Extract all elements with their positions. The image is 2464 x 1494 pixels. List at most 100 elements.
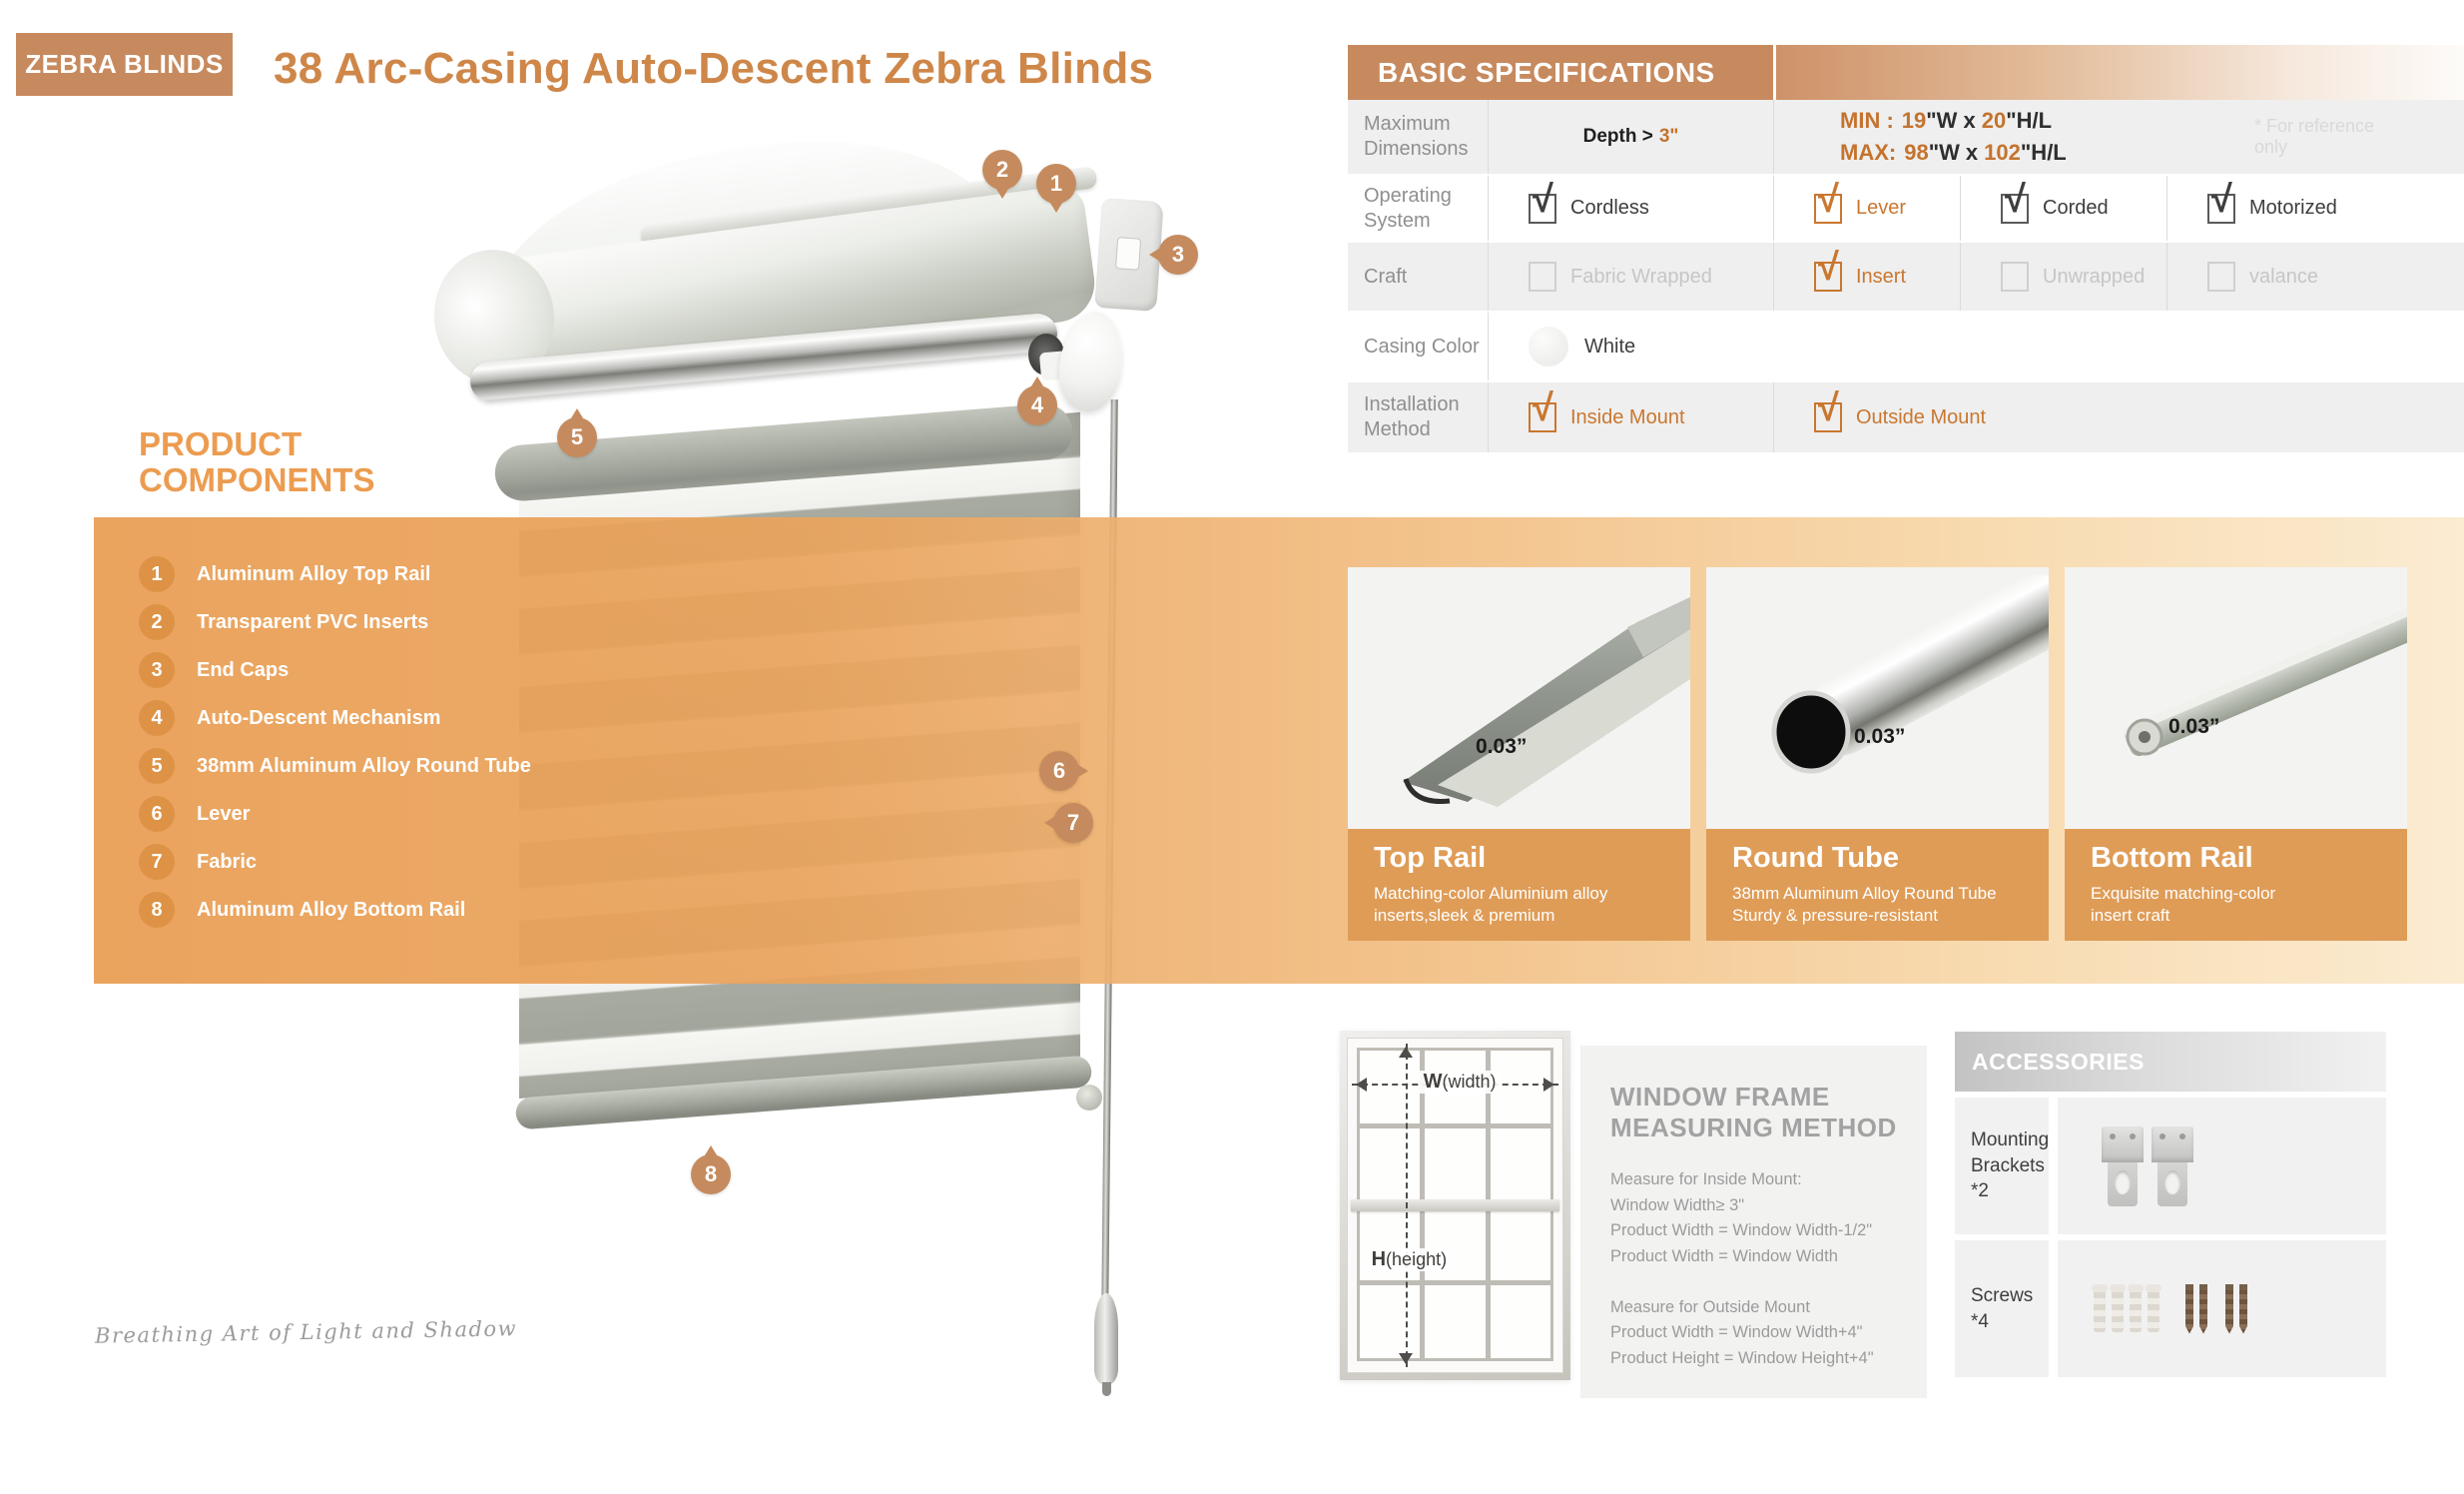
list-item: 1 Aluminum Alloy Top Rail bbox=[139, 556, 531, 592]
window-diagram: W(width) H(height) bbox=[1340, 1031, 1570, 1380]
wall-anchor-icon bbox=[2110, 1283, 2126, 1332]
check-icon: √ bbox=[1818, 387, 1839, 429]
accessories-panel: ACCESSORIES Mounting Brackets *2 Screws … bbox=[1955, 1032, 2386, 1377]
checkbox-checked-icon: √ bbox=[1529, 181, 1556, 224]
wall-anchor-icon bbox=[2092, 1283, 2108, 1332]
outside-mount-instructions: Measure for Outside Mount Product Width … bbox=[1610, 1297, 1874, 1367]
row-label: Operating System bbox=[1364, 184, 1452, 232]
brand-badge: ZEBRA BLINDS bbox=[16, 33, 233, 96]
depth-prefix: Depth > bbox=[1582, 126, 1653, 147]
checkbox-checked-icon: √ bbox=[2001, 181, 2029, 224]
screw-icon bbox=[2225, 1283, 2233, 1334]
item-number-badge: 8 bbox=[139, 892, 175, 928]
specs-header-gradient bbox=[1776, 45, 2464, 100]
option-lever: √ Lever bbox=[1773, 176, 1960, 241]
accessory-row-screws: Screws *4 bbox=[1955, 1240, 2386, 1377]
card-description: 38mm Aluminum Alloy Round Tube Sturdy & … bbox=[1732, 884, 1997, 926]
spec-row-casing-color: Casing Color White bbox=[1348, 313, 2464, 382]
check-icon: √ bbox=[1818, 178, 1839, 221]
item-number-badge: 3 bbox=[139, 652, 175, 688]
screw-icon bbox=[2239, 1283, 2247, 1334]
page-title: 38 Arc-Casing Auto-Descent Zebra Blinds bbox=[274, 44, 1154, 93]
inside-mount-instructions: Measure for Inside Mount: Window Width≥ … bbox=[1610, 1170, 1873, 1266]
bracket-icon bbox=[2152, 1125, 2193, 1206]
bottom-rail-end-cap bbox=[1076, 1085, 1102, 1111]
checkbox-checked-icon: √ bbox=[1814, 389, 1842, 432]
row-label: Craft bbox=[1364, 265, 1408, 288]
wand-tip bbox=[1102, 1382, 1111, 1396]
card-caption: Bottom Rail Exquisite matching-color ins… bbox=[2065, 829, 2407, 941]
mounting-brackets-image bbox=[2058, 1098, 2386, 1234]
wand-handle bbox=[1094, 1293, 1118, 1385]
checkbox-checked-icon: √ bbox=[2207, 181, 2235, 224]
card-title: Bottom Rail bbox=[2091, 842, 2253, 874]
bottom-rail-image: 0.03” bbox=[2065, 567, 2407, 829]
row-label: Installation Method bbox=[1364, 393, 1460, 440]
check-icon: √ bbox=[2005, 178, 2026, 221]
list-item: 8 Aluminum Alloy Bottom Rail bbox=[139, 892, 531, 928]
option-corded: √ Corded bbox=[1960, 176, 2166, 241]
callout-marker-7: 7 bbox=[1053, 803, 1093, 843]
height-measure-arrow bbox=[1399, 1044, 1413, 1367]
option-outside-mount: √ Outside Mount bbox=[1773, 382, 2464, 452]
accessory-label: Screws *4 bbox=[1955, 1240, 2049, 1377]
card-caption: Round Tube 38mm Aluminum Alloy Round Tub… bbox=[1706, 829, 2049, 941]
item-number-badge: 1 bbox=[139, 556, 175, 592]
accessories-header: ACCESSORIES bbox=[1955, 1032, 2386, 1092]
screw-icon bbox=[2185, 1283, 2193, 1334]
size-annotation: 0.03” bbox=[1476, 735, 1527, 758]
casing-color-cell: White bbox=[1488, 313, 2464, 380]
option-inside-mount: √ Inside Mount bbox=[1488, 382, 1773, 452]
checkbox-unchecked-icon bbox=[2207, 262, 2235, 292]
depth-value: 3" bbox=[1658, 126, 1679, 147]
option-motorized: √ Motorized bbox=[2166, 176, 2464, 241]
card-title: Round Tube bbox=[1732, 842, 1899, 874]
accessory-row-brackets: Mounting Brackets *2 bbox=[1955, 1098, 2386, 1234]
brand-signature: Breathing Art of Light and Shadow bbox=[94, 1316, 518, 1348]
item-number-badge: 2 bbox=[139, 604, 175, 640]
callout-marker-6: 6 bbox=[1039, 751, 1079, 791]
measuring-heading: WINDOW FRAME MEASURING METHOD bbox=[1610, 1082, 1897, 1142]
card-round-tube: 0.03” Round Tube 38mm Aluminum Alloy Rou… bbox=[1706, 567, 2049, 941]
round-tube-image: 0.03” bbox=[1706, 567, 2049, 829]
screws-image bbox=[2058, 1240, 2386, 1377]
option-valance: valance bbox=[2166, 243, 2464, 311]
row-label: Casing Color bbox=[1364, 335, 1480, 358]
callout-marker-5: 5 bbox=[557, 417, 597, 457]
card-top-rail: 0.03” Top Rail Matching-color Aluminium … bbox=[1348, 567, 1690, 941]
wall-anchor-icon bbox=[2146, 1283, 2161, 1332]
list-item: 3 End Caps bbox=[139, 652, 531, 688]
check-icon: √ bbox=[1533, 178, 1553, 221]
checkbox-unchecked-icon bbox=[2001, 262, 2029, 292]
window-sash-bar bbox=[1351, 1199, 1559, 1211]
size-annotation: 0.03” bbox=[2168, 715, 2219, 738]
white-color-swatch bbox=[1529, 327, 1568, 367]
bracket-icon bbox=[2102, 1125, 2144, 1206]
option-fabric-wrapped: Fabric Wrapped bbox=[1488, 243, 1773, 311]
option-cordless: √ Cordless bbox=[1488, 176, 1773, 241]
components-heading: PRODUCT COMPONENTS bbox=[139, 425, 375, 498]
callout-marker-1: 1 bbox=[1036, 164, 1076, 204]
item-number-badge: 7 bbox=[139, 844, 175, 880]
item-number-badge: 5 bbox=[139, 748, 175, 784]
item-number-badge: 6 bbox=[139, 796, 175, 832]
checkbox-unchecked-icon bbox=[1529, 262, 1556, 292]
row-label: Maximum Dimensions bbox=[1364, 113, 1469, 160]
check-icon: √ bbox=[2211, 178, 2232, 221]
card-title: Top Rail bbox=[1374, 842, 1487, 874]
width-label: W(width) bbox=[1419, 1071, 1501, 1094]
card-description: Exquisite matching-color insert craft bbox=[2091, 884, 2276, 926]
checkbox-checked-icon: √ bbox=[1814, 249, 1842, 292]
specs-header: BASIC SPECIFICATIONS bbox=[1348, 45, 1773, 100]
part-cards: 0.03” Top Rail Matching-color Aluminium … bbox=[1348, 567, 2407, 941]
components-list: 1 Aluminum Alloy Top Rail 2 Transparent … bbox=[139, 556, 531, 940]
card-bottom-rail: 0.03” Bottom Rail Exquisite matching-col… bbox=[2065, 567, 2407, 941]
callout-marker-2: 2 bbox=[982, 150, 1022, 190]
callout-marker-4: 4 bbox=[1017, 385, 1057, 425]
